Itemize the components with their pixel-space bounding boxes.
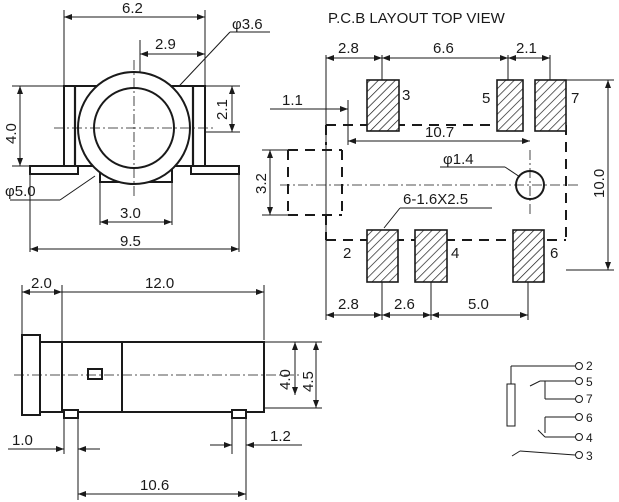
dim-width-top: 6.2	[122, 0, 143, 17]
side-view: 2.0 12.0 4.0 4.5 1.0	[8, 275, 322, 500]
dim-bottom-1: 2.8	[338, 296, 359, 313]
dim-height-b: 4.5	[300, 371, 317, 392]
pad-4	[414, 229, 448, 283]
pad-5	[496, 79, 524, 132]
dim-base-width: 9.5	[120, 233, 141, 250]
dim-offset: 2.9	[155, 36, 176, 53]
dim-top-3: 2.1	[516, 40, 537, 57]
dim-pin-right: 1.2	[270, 428, 291, 445]
dim-overall: 10.6	[140, 477, 169, 494]
dim-height-left: 4.0	[3, 123, 20, 144]
dim-hole: φ1.4	[443, 151, 474, 168]
dim-base-dia: φ5.0	[5, 183, 36, 200]
schem-pin-5: 5	[586, 375, 593, 389]
pcb-layout: P.C.B LAYOUT TOP VIEW 2.8 6.6 2.1 1.1	[253, 10, 614, 320]
pad-label-6: 6	[550, 245, 558, 262]
dim-height-right: 2.1	[214, 99, 231, 120]
dim-top-2: 6.6	[433, 40, 454, 57]
dim-flange: 2.0	[31, 275, 52, 292]
dim-bottom-3: 5.0	[468, 296, 489, 313]
pad-3	[366, 79, 400, 132]
pad-2	[366, 229, 399, 283]
pad-label-7: 7	[571, 90, 579, 107]
pad-label-4: 4	[451, 245, 459, 262]
dim-pad-spec: 6-1.6X2.5	[403, 191, 468, 208]
pad-6	[512, 229, 545, 283]
pcb-title: P.C.B LAYOUT TOP VIEW	[328, 10, 506, 27]
dim-length: 12.0	[145, 275, 174, 292]
schem-pin-7: 7	[586, 392, 593, 406]
pad-label-2: 2	[343, 245, 351, 262]
pad-label-5: 5	[482, 90, 490, 107]
schematic: 2 5 7 6 4 3	[506, 359, 593, 463]
dim-side-height: 3.2	[253, 173, 270, 194]
schem-pin-4: 4	[586, 431, 593, 445]
dim-inner-width: 3.0	[120, 205, 141, 222]
pad-7	[534, 79, 567, 132]
dim-bottom-2: 2.6	[394, 296, 415, 313]
dim-pin-left: 1.0	[12, 432, 33, 449]
schem-pin-3: 3	[586, 449, 593, 463]
pad-label-3: 3	[402, 87, 410, 104]
dim-height: 10.0	[591, 169, 608, 198]
dim-height-a: 4.0	[277, 369, 294, 390]
front-view: 6.2 2.9 φ3.6 4.0 2.1	[3, 0, 270, 252]
schem-pin-6: 6	[586, 411, 593, 425]
dim-offset-left: 1.1	[282, 92, 303, 109]
dim-top-1: 2.8	[338, 40, 359, 57]
dim-hole-dia: φ3.6	[232, 16, 263, 33]
dim-center-dist: 10.7	[425, 124, 454, 141]
schem-pin-2: 2	[586, 359, 593, 373]
